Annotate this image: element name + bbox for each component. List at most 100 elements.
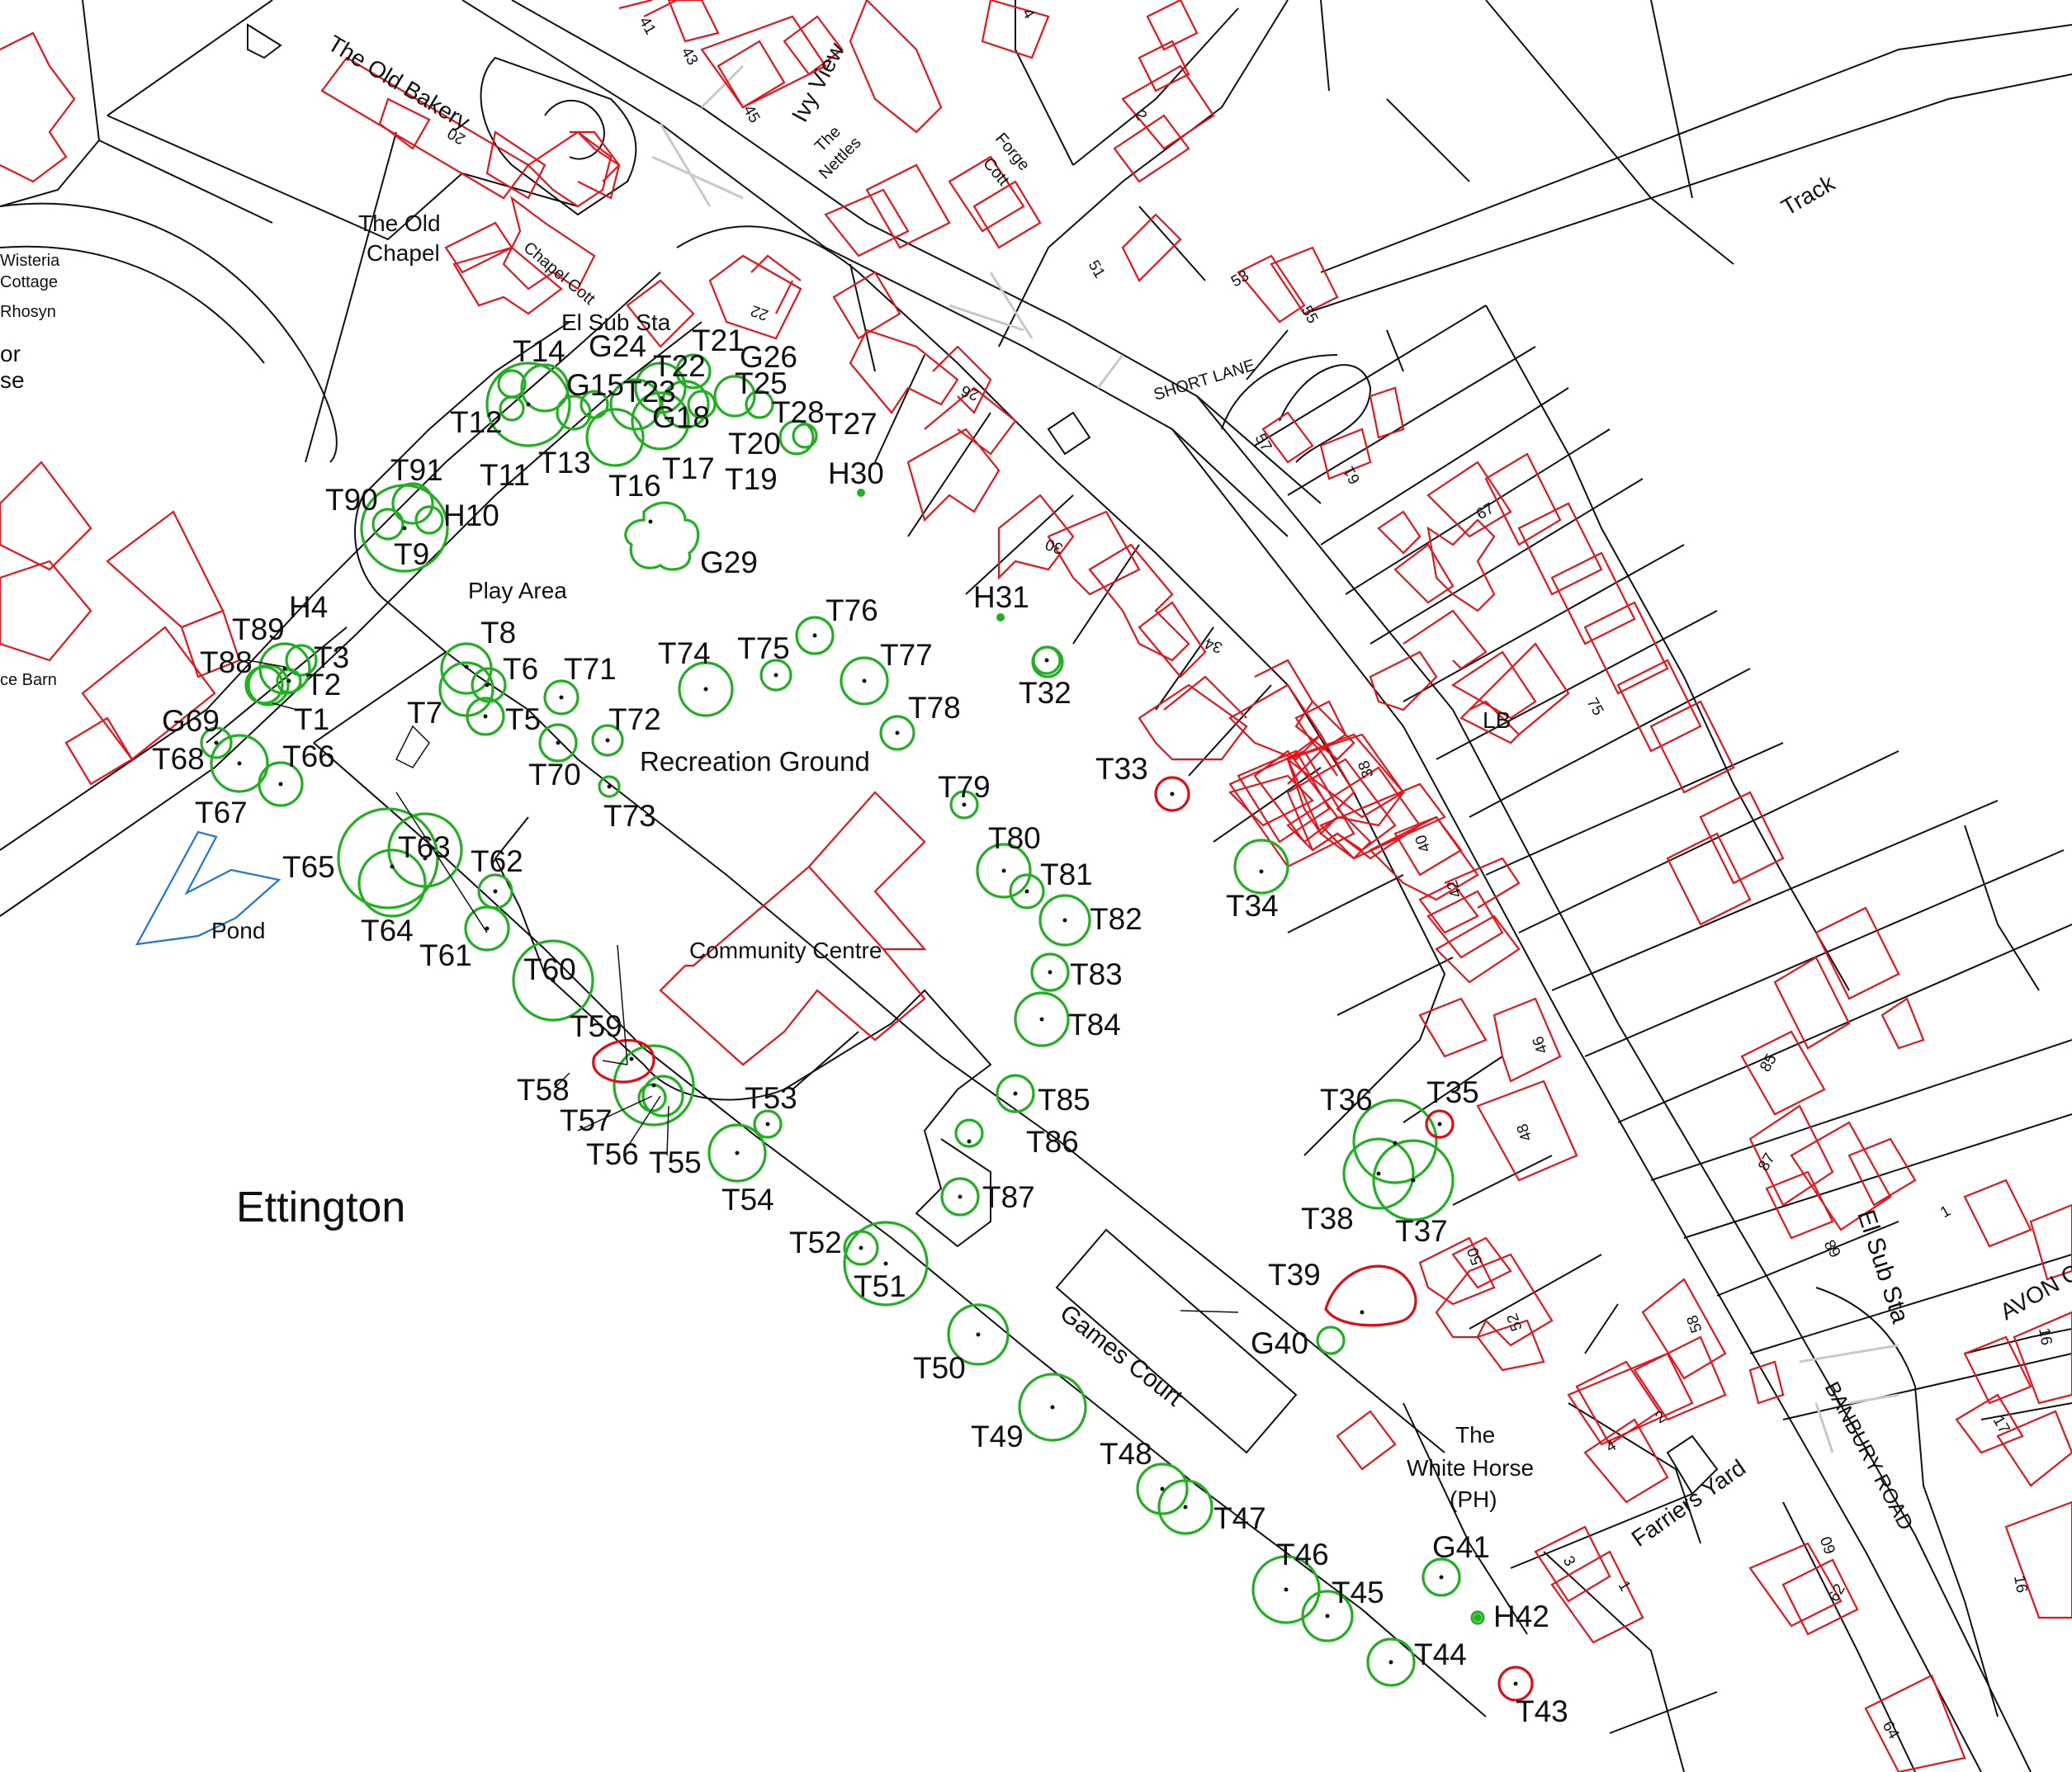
- tree-label-t73: T73: [603, 799, 656, 833]
- label-old-chapel-2: Chapel: [367, 240, 440, 266]
- tree-label-t37: T37: [1395, 1214, 1448, 1248]
- tree-label-t43: T43: [1516, 1694, 1568, 1728]
- tree-label-h4: H4: [289, 590, 328, 624]
- tree-label-g15: G15: [566, 368, 624, 402]
- tree-label-h31: H31: [973, 580, 1029, 614]
- tree-label-t87: T87: [982, 1180, 1035, 1214]
- tree-label-g24: G24: [589, 329, 646, 363]
- tree-label-t54: T54: [721, 1183, 774, 1217]
- label-white-horse-2: White Horse: [1407, 1455, 1534, 1481]
- leader-line: [1180, 1310, 1239, 1313]
- label-wisteria: Wisteria: [0, 252, 60, 270]
- tree-label-t33: T33: [1095, 752, 1148, 786]
- tree-label-h42: H42: [1493, 1600, 1549, 1633]
- label-white-horse-3: (PH): [1450, 1486, 1497, 1512]
- label-se: se: [0, 367, 25, 393]
- tree-label-t2: T2: [305, 668, 341, 702]
- tree-label-t80: T80: [988, 821, 1041, 855]
- tree-label-t79: T79: [938, 770, 991, 804]
- tree-label-t19: T19: [725, 462, 778, 496]
- tree-label-t58: T58: [517, 1073, 570, 1107]
- label-el-sub-sta: El Sub Sta: [561, 310, 671, 335]
- label-play-area: Play Area: [468, 578, 567, 603]
- leader-line: [395, 791, 488, 933]
- tree-label-t83: T83: [1070, 957, 1123, 991]
- tree-label-t17: T17: [662, 451, 715, 485]
- tree-label-t6: T6: [503, 652, 538, 686]
- tree-label-t60: T60: [523, 952, 576, 986]
- tree-label-t51: T51: [854, 1269, 906, 1303]
- pond-outline: [135, 830, 281, 946]
- tree-label-t3: T3: [314, 640, 349, 674]
- label-lb: LB: [1483, 707, 1511, 733]
- tree-label-h30: H30: [828, 456, 884, 490]
- tree-label-t53: T53: [745, 1081, 797, 1115]
- tree-label-t8: T8: [480, 616, 516, 650]
- label-community-centre: Community Centre: [689, 938, 882, 963]
- label-cottage: Cottage: [0, 273, 58, 291]
- tree-label-t66: T66: [282, 740, 335, 773]
- label-recreation-ground: Recreation Ground: [640, 746, 870, 777]
- tree-label-g26: G26: [740, 340, 797, 374]
- leader-line: [272, 702, 298, 711]
- tree-label-h10: H10: [443, 499, 499, 532]
- tree-label-t50: T50: [913, 1351, 966, 1385]
- tree-label-t61: T61: [419, 938, 472, 972]
- tree-label-t46: T46: [1276, 1538, 1329, 1571]
- label-or: or: [0, 341, 21, 366]
- leader-line: [247, 659, 286, 668]
- tree-label-t77: T77: [880, 638, 933, 672]
- tree-label-t76: T76: [825, 593, 878, 627]
- tree-label-t64: T64: [361, 914, 414, 947]
- tree-label-t52: T52: [789, 1226, 842, 1259]
- tree-label-t14: T14: [513, 334, 565, 368]
- tree-label-g40: G40: [1251, 1326, 1308, 1360]
- tree-label-t85: T85: [1038, 1083, 1090, 1117]
- leader-line: [627, 1095, 661, 1148]
- tree-label-g41: G41: [1432, 1530, 1490, 1564]
- tree-label-t74: T74: [658, 636, 711, 670]
- tree-label-t70: T70: [528, 758, 581, 791]
- trees-to-remove: [592, 776, 1534, 1702]
- tree-label-t45: T45: [1332, 1576, 1384, 1609]
- label-pond: Pond: [211, 918, 265, 943]
- leader-line: [666, 1105, 669, 1156]
- hedge-markers: [857, 489, 1485, 1625]
- tree-leader-lines: [247, 659, 1239, 1313]
- tree-label-t90: T90: [325, 483, 378, 517]
- tree-label-t88: T88: [200, 645, 253, 679]
- tree-labels: T1T2T3H4T5T6T7T8T9H10T11T12T13T14G15T16T…: [152, 324, 1568, 1728]
- label-town-name: Ettington: [236, 1184, 405, 1231]
- tree-label-t84: T84: [1068, 1008, 1121, 1042]
- house-16: 16: [2035, 1326, 2055, 1346]
- tree-label-t39: T39: [1268, 1258, 1321, 1292]
- tree-label-t34: T34: [1226, 889, 1279, 923]
- tree-label-t9: T9: [394, 537, 429, 571]
- tree-label-t81: T81: [1040, 858, 1093, 891]
- tree-label-t28: T28: [772, 395, 825, 429]
- tree-label-t38: T38: [1301, 1202, 1354, 1236]
- tree-canopies: [200, 353, 1461, 1687]
- leader-line: [617, 944, 628, 1066]
- tree-label-t25: T25: [735, 366, 788, 400]
- tree-label-t44: T44: [1414, 1637, 1467, 1671]
- tree-label-t55: T55: [649, 1146, 702, 1179]
- tree-label-t72: T72: [608, 702, 661, 736]
- tree-label-t57: T57: [560, 1103, 613, 1137]
- tree-label-t65: T65: [282, 850, 335, 884]
- tree-centre-dots: [214, 402, 1518, 1686]
- tree-label-t78: T78: [908, 691, 961, 725]
- tree-label-t13: T13: [538, 446, 591, 480]
- tree-label-t32: T32: [1019, 676, 1071, 710]
- tree-label-t5: T5: [505, 702, 541, 736]
- leader-line: [602, 1060, 628, 1066]
- tree-label-t62: T62: [471, 844, 523, 878]
- tree-label-t11: T11: [480, 458, 530, 492]
- label-rhosyn: Rhosyn: [0, 303, 56, 321]
- tree-label-t75: T75: [737, 631, 790, 665]
- tree-label-t48: T48: [1100, 1437, 1152, 1471]
